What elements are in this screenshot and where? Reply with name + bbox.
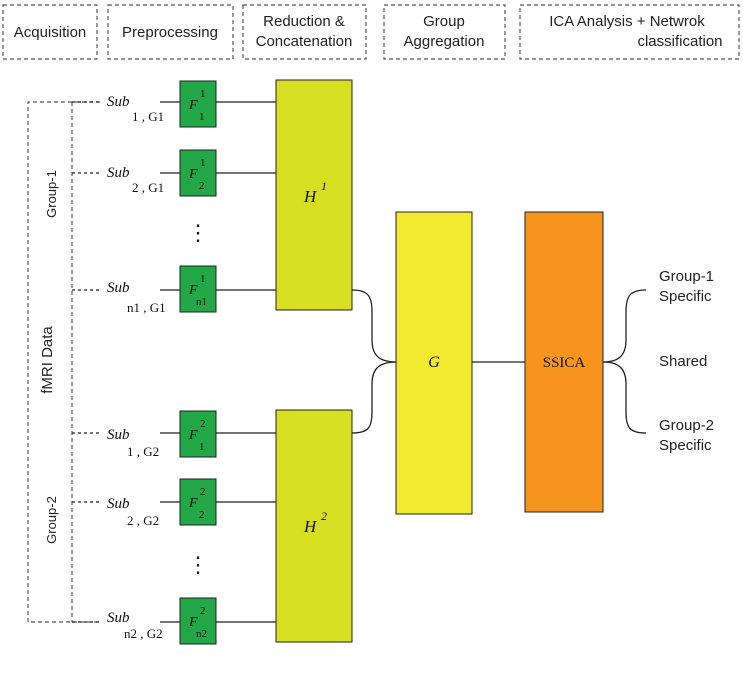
f-box-2-2: F 2 2 [179, 478, 217, 526]
subject-2-g2: Sub 2 , G2 [107, 496, 159, 528]
svg-text:1: 1 [199, 111, 205, 123]
brace-h-to-g [351, 289, 397, 434]
svg-text:F: F [188, 167, 198, 182]
output-labels: Group-1 Specific Shared Group-2 Specific [659, 268, 714, 454]
svg-text:1: 1 [200, 273, 206, 285]
f-box-1-1: F 1 1 [179, 80, 217, 128]
svg-text:Sub: Sub [107, 165, 130, 181]
svg-text:F: F [188, 496, 198, 511]
f-box-1-2: F 1 2 [179, 149, 217, 197]
stage-preprocessing-label: Preprocessing [122, 24, 218, 41]
stage-acquisition-label: Acquisition [14, 24, 87, 41]
svg-text:2: 2 [200, 418, 206, 430]
group2-source-label: Group-2 [44, 496, 59, 544]
stage-ica-label-2: classification [637, 33, 722, 50]
svg-text:F: F [188, 615, 198, 630]
svg-text:1: 1 [200, 157, 206, 169]
group1-source-label: Group-1 [44, 170, 59, 218]
subject-labels: Sub 1 , G1 Sub 2 , G1 Sub n1 , G1 Sub 1 … [107, 94, 166, 641]
svg-text:2 , G1: 2 , G1 [132, 180, 164, 195]
svg-text:Sub: Sub [107, 496, 130, 512]
svg-text:1: 1 [199, 441, 205, 453]
svg-text:H: H [303, 187, 318, 206]
svg-text:n2: n2 [196, 628, 207, 640]
svg-text:Sub: Sub [107, 94, 130, 110]
svg-text:H: H [303, 517, 318, 536]
svg-text:n1: n1 [196, 296, 207, 308]
subject-1-g2: Sub 1 , G2 [107, 427, 159, 459]
stage-reduction-label-2: Concatenation [256, 33, 353, 50]
subject-n1-g1: Sub n1 , G1 [107, 280, 166, 315]
svg-text:Sub: Sub [107, 610, 130, 626]
stage-aggregation-label-1: Group [423, 13, 465, 30]
svg-text:n2 , G2: n2 , G2 [124, 626, 163, 641]
stage-ica: ICA Analysis + Netwrok classification [519, 4, 740, 60]
stage-headers: Acquisition Preprocessing Reduction & Co… [2, 4, 740, 60]
subject-1-g1: Sub 1 , G1 [107, 94, 164, 124]
svg-text:1: 1 [200, 88, 206, 100]
fmri-source-frame: fMRI Data Group-1 Group-2 [27, 101, 100, 623]
ellipsis-group1: ⋮ [187, 220, 209, 245]
svg-text:SSICA: SSICA [543, 355, 586, 371]
stage-acquisition: Acquisition [2, 4, 98, 60]
svg-text:2: 2 [200, 486, 206, 498]
output-group1-line2: Specific [659, 288, 712, 305]
ellipsis-group2: ⋮ [187, 552, 209, 577]
stage-reduction: Reduction & Concatenation [242, 4, 367, 60]
brace-outputs [602, 289, 647, 434]
output-shared: Shared [659, 353, 707, 370]
svg-text:1 , G1: 1 , G1 [132, 109, 164, 124]
f-box-2-n2: F 2 n2 [179, 597, 217, 645]
svg-text:2 , G2: 2 , G2 [127, 513, 159, 528]
svg-text:2: 2 [321, 509, 327, 523]
svg-text:Sub: Sub [107, 280, 130, 296]
svg-text:F: F [188, 283, 198, 298]
svg-text:n1 , G1: n1 , G1 [127, 300, 166, 315]
svg-text:G: G [428, 354, 440, 371]
wires-preprocessing [160, 101, 276, 623]
svg-text:1: 1 [321, 179, 327, 193]
output-group2-line1: Group-2 [659, 417, 714, 434]
ellipsis-markers: ⋮ ⋮ [187, 220, 209, 577]
g-box: G [395, 211, 473, 515]
subject-n2-g2: Sub n2 , G2 [107, 610, 163, 641]
f-box-2-1: F 2 1 [179, 410, 217, 458]
h1-box: H 1 [275, 79, 353, 311]
stage-reduction-label-1: Reduction & [263, 13, 345, 30]
preprocess-boxes: F 1 1 F 1 2 F 1 n1 F 2 1 F 2 2 [179, 80, 217, 645]
svg-text:1 , G2: 1 , G2 [127, 444, 159, 459]
svg-text:2: 2 [200, 605, 206, 617]
stage-ica-label-1: ICA Analysis + Netwrok [549, 13, 705, 30]
stage-aggregation-label-2: Aggregation [404, 33, 485, 50]
svg-text:2: 2 [199, 180, 205, 192]
svg-text:Sub: Sub [107, 427, 130, 443]
output-group1-line1: Group-1 [659, 268, 714, 285]
stage-preprocessing: Preprocessing [107, 4, 234, 60]
fmri-data-label: fMRI Data [39, 326, 56, 394]
svg-text:2: 2 [199, 509, 205, 521]
ssica-box: SSICA [524, 211, 604, 513]
svg-text:F: F [188, 98, 198, 113]
subject-2-g1: Sub 2 , G1 [107, 165, 164, 195]
svg-text:F: F [188, 428, 198, 443]
output-group2-line2: Specific [659, 437, 712, 454]
stage-aggregation: Group Aggregation [383, 4, 506, 60]
f-box-1-n1: F 1 n1 [179, 265, 217, 313]
h2-box: H 2 [275, 409, 353, 643]
